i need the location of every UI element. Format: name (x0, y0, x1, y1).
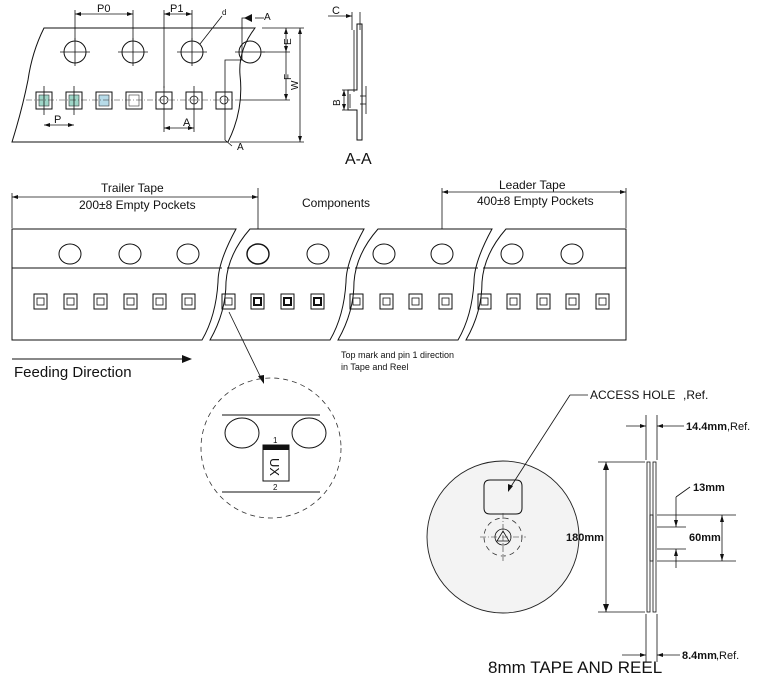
access-hole-ref: ,Ref. (683, 388, 708, 402)
section-title: A-A (345, 151, 372, 168)
pin2-label: 2 (273, 483, 278, 492)
reel-drawing: ACCESS HOLE ,Ref. 14.4mm ,Ref. 180mm 13m… (426, 388, 750, 677)
section-a-top-label: A (264, 12, 271, 23)
tape-detail: P0 P1 d A A P A E F W (11, 3, 304, 153)
zoom-detail: 1 UX 2 (200, 377, 342, 519)
strip-pockets (33, 293, 610, 310)
tape-strip: Trailer Tape 200±8 Empty Pockets Compone… (11, 178, 627, 384)
zoom-circle (200, 377, 342, 519)
dim-d-label: d (222, 8, 226, 17)
dim-14-4-label: 14.4mm (686, 421, 727, 433)
reel-flange-right (652, 461, 657, 613)
trailer-tape-title: Trailer Tape (101, 181, 164, 195)
pocket (95, 91, 113, 110)
reel-flange-left (646, 461, 651, 613)
zoom-arrow-icon (258, 375, 264, 384)
sprocket-holes (60, 38, 265, 66)
leader-tape-pockets: 400±8 Empty Pockets (477, 194, 594, 208)
access-hole-label: ACCESS HOLE (590, 388, 675, 402)
trailer-tape-pockets: 200±8 Empty Pockets (79, 198, 196, 212)
top-mark-note-line1: Top mark and pin 1 direction (341, 350, 454, 360)
dim-p1-label: P1 (170, 3, 183, 15)
tape-segment-trailer (11, 228, 237, 341)
dim-8-4-ref: ,Ref. (716, 650, 739, 662)
tape-segment-leader-a (337, 228, 493, 341)
tape-segment-leader-b (465, 228, 627, 341)
dim-p0-label: P0 (97, 3, 110, 15)
dim-13-label: 13mm (693, 482, 725, 494)
section-a-bottom-label: A (237, 142, 244, 153)
top-mark-note-line2: in Tape and Reel (341, 362, 408, 372)
feeding-arrow-icon (182, 355, 192, 363)
components-label: Components (302, 196, 370, 210)
dim-f-label: F (283, 74, 294, 80)
dim-8-4-label: 8.4mm (682, 650, 717, 662)
component-marking: UX (267, 458, 282, 476)
dim-14-4-ref: ,Ref. (727, 421, 750, 433)
section-a-a: C B A-A (328, 5, 372, 168)
reel-title: 8mm TAPE AND REEL (488, 658, 662, 677)
access-hole (483, 479, 523, 515)
dim-180-label: 180mm (566, 532, 604, 544)
section-profile (347, 23, 363, 141)
dim-w-label: W (290, 80, 301, 90)
pocket (125, 91, 143, 110)
pin1-label: 1 (273, 436, 278, 445)
dim-p-label: P (54, 114, 61, 126)
dim-b-label: B (332, 99, 343, 106)
dim-a-label: A (183, 117, 191, 129)
feeding-direction-label: Feeding Direction (14, 364, 132, 381)
dim-60-label: 60mm (689, 532, 721, 544)
dim-e-label: E (283, 38, 294, 45)
pocket (215, 91, 233, 110)
tape-pockets (26, 86, 240, 132)
strip-sprocket-holes (58, 243, 584, 265)
dim-c-label: C (332, 5, 340, 17)
leader-tape-title: Leader Tape (499, 178, 566, 192)
tape-segment-components (209, 228, 365, 341)
